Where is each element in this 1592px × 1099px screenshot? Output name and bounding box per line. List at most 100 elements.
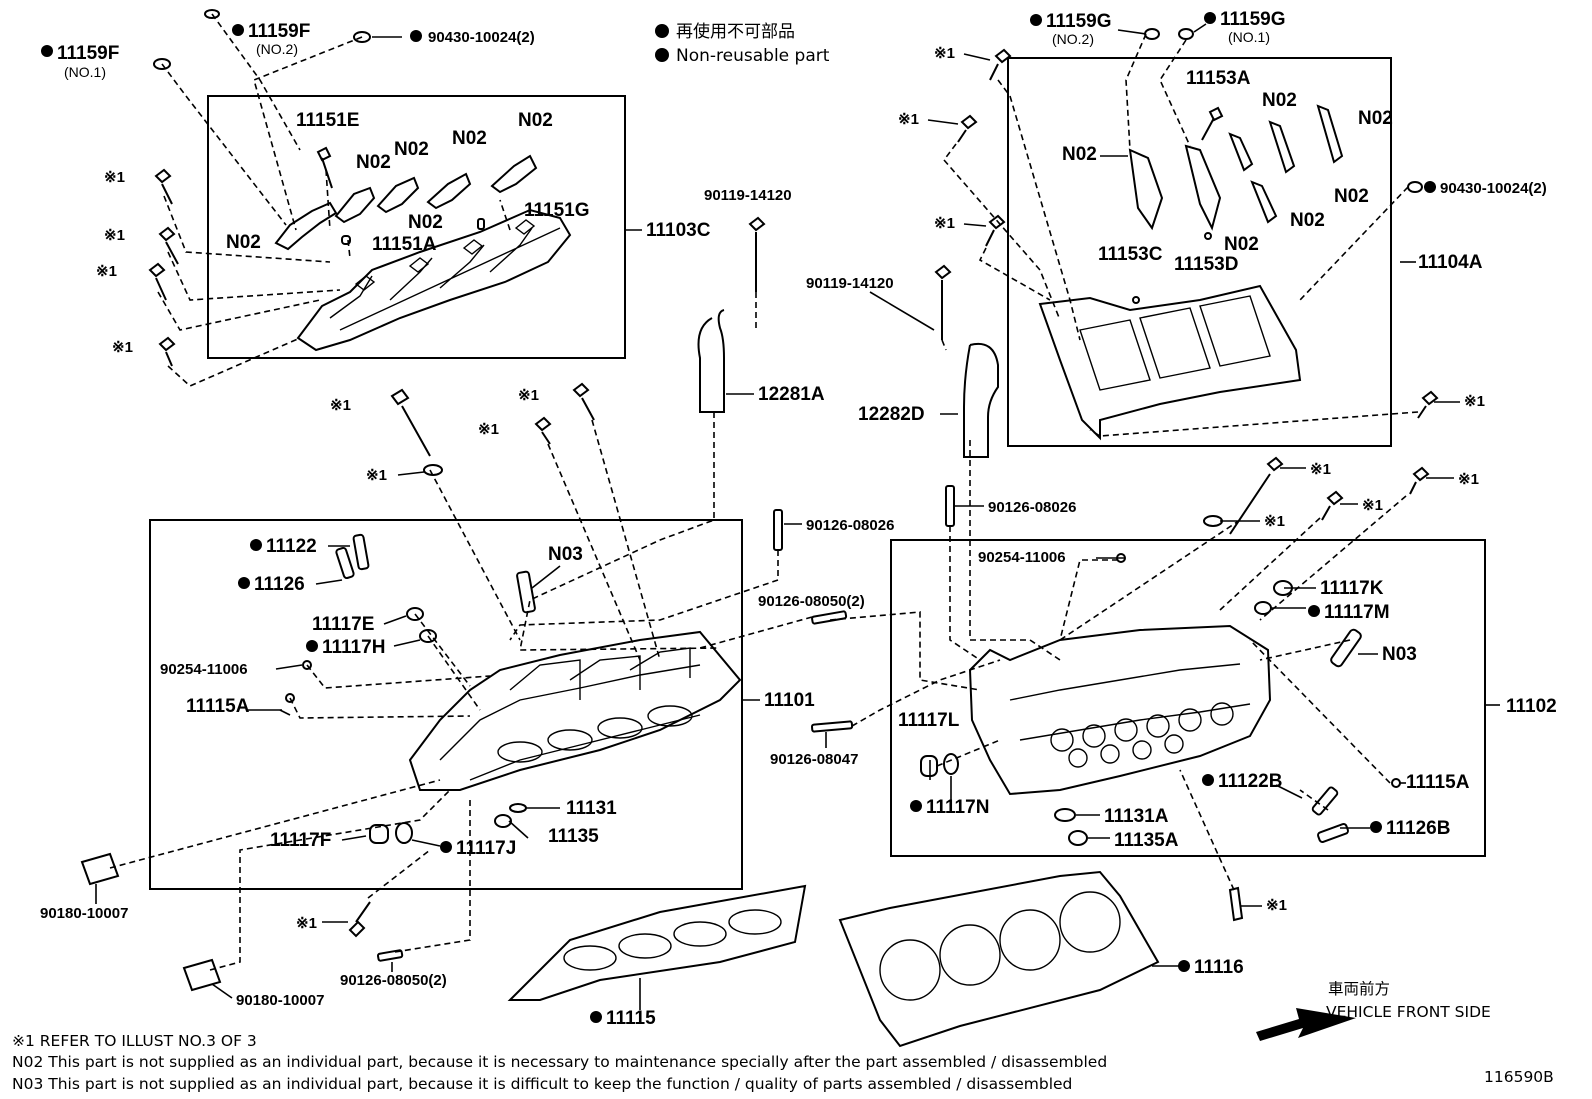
label-11122B: 11122B [1218,771,1282,792]
label-11115: 11115 [606,1008,656,1029]
label-ref1-b: ※1 [104,227,125,244]
label-N02-d: N02 [518,110,553,131]
label-N02-l: N02 [1224,234,1259,255]
cam-housing-left [274,146,572,352]
note-ref: ※1 REFER TO ILLUST NO.3 OF 3 [12,1032,257,1050]
legend-en: Non-reusable part [676,46,830,66]
label-11117L: 11117L [898,710,960,731]
label-11135: 11135 [548,826,599,847]
label-ref1-j: ※1 [934,45,955,62]
label-ref1-m: ※1 [1464,393,1485,410]
front-arrow-icon [1256,1008,1356,1041]
label-11117K: 11117K [1320,578,1384,599]
label-ref1-f: ※1 [366,467,387,484]
label-N02-j: N02 [1334,186,1369,207]
label-90430-right: 90430-10024(2) [1440,180,1547,197]
label-ref1-c: ※1 [96,263,117,280]
label-12282D: 12282D [858,404,925,425]
label-N02-c: N02 [452,128,487,149]
label-N02-k: N02 [1290,210,1325,231]
label-11117J: 11117J [456,838,516,859]
label-N02-h: N02 [1358,108,1393,129]
label-11159F-no2: 11159F [248,21,310,42]
cylinder-head-left [408,630,742,791]
label-ref1-k: ※1 [898,111,919,128]
label-11116: 11116 [1194,957,1244,978]
legend-ja: 再使用不可部品 [676,21,795,42]
label-11122: 11122 [266,536,317,557]
label-11117N: 11117N [926,797,989,818]
label-90254-left: 90254-11006 [160,661,248,678]
label-11159F-no1-sub: (NO.1) [64,64,106,80]
label-11126: 11126 [254,574,305,595]
label-11102: 11102 [1506,696,1557,717]
label-11151E: 11151E [296,110,359,131]
label-90180-upper: 90180-10007 [40,905,128,922]
label-11117M: 11117M [1324,602,1390,623]
label-12281A: 12281A [758,384,825,405]
box-11103C [207,95,626,359]
label-11131: 11131 [566,798,617,819]
legend: 再使用不可部品 Non-reusable part [655,21,830,66]
front-direction-en: VEHICLE FRONT SIDE [1326,1003,1491,1021]
label-N03-right: N03 [1382,644,1417,665]
label-ref1-l: ※1 [934,215,955,232]
label-90126-08026-right: 90126-08026 [988,499,1076,516]
label-N02-b: N02 [394,139,429,160]
note-n02: N02 This part is not supplied as an indi… [12,1053,1107,1071]
label-11103C: 11103C [646,220,711,241]
bolts-center-left [348,382,595,962]
label-11153C: 11153C [1098,244,1163,265]
label-90126-08026-left: 90126-08026 [806,517,894,534]
engine-hanger-right [934,264,999,527]
label-90126-08047: 90126-08047 [770,751,858,768]
label-90430-left: 90430-10024(2) [428,29,535,46]
label-N02-i: N02 [1062,144,1097,165]
label-ref1-q: ※1 [1264,513,1285,530]
illustration-id: 116590B [1484,1068,1554,1086]
label-ref1-i: ※1 [296,915,317,932]
label-11104A: 11104A [1418,252,1483,273]
label-11159G-no2: 11159G [1046,11,1112,32]
label-11115A-left: 11115A [186,696,250,717]
label-11101: 11101 [764,690,815,711]
label-11153A: 11153A [1186,68,1251,89]
cam-housing-right [1038,104,1344,441]
label-11159G-no2-sub: (NO.2) [1052,31,1094,47]
label-ref1-a: ※1 [104,169,125,186]
leader-lines [109,13,1500,1010]
label-90119-left: 90119-14120 [704,187,792,204]
box-11101 [149,519,743,890]
label-ref1-o: ※1 [1458,471,1479,488]
label-ref1-e: ※1 [330,397,351,414]
engine-hanger-left [697,216,848,625]
label-11151G: 11151G [524,200,590,221]
label-90254-right: 90254-11006 [978,549,1066,566]
label-11159F-no1: 11159F [57,43,119,64]
box-11102 [890,539,1486,857]
label-11117H: 11117H [322,637,385,658]
label-11117E: 11117E [312,614,374,635]
label-11131A: 11131A [1104,806,1169,827]
label-ref1-n: ※1 [1310,461,1331,478]
label-ref1-p: ※1 [1362,497,1383,514]
label-11151A: 11151A [372,234,437,255]
label-90119-right: 90119-14120 [806,275,894,292]
cylinder-head-right [968,624,1272,796]
label-ref1-r: ※1 [1266,897,1287,914]
head-gasket-left [507,884,807,1001]
valve-guides-left [335,533,536,614]
footer-notes: ※1 REFER TO ILLUST NO.3 OF 3 N02 This pa… [12,1032,1554,1093]
label-90126-08050-bottom: 90126-08050(2) [340,972,447,989]
label-N02-f: N02 [408,212,443,233]
box-11104A [1007,57,1392,447]
label-11115A-right: 11115A [1406,772,1470,793]
plug-lower [182,958,222,992]
label-N02-e: N02 [226,232,261,253]
label-11159F-no2-sub: (NO.2) [256,41,298,57]
label-11159G-no1: 11159G [1220,9,1286,30]
label-ref1-d: ※1 [112,339,133,356]
head-gasket-right [838,870,1160,1048]
bolts-left [148,168,179,367]
